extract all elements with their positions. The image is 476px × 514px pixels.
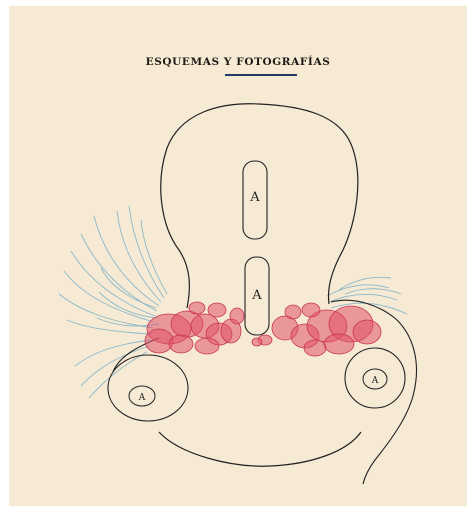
- blue-hair-left: [59, 206, 167, 398]
- red-tissue-center: [252, 335, 272, 346]
- paper-sheet: ESQUEMAS Y FOTOGRAFÍAS: [9, 6, 467, 506]
- label-right-ring: A: [371, 376, 379, 386]
- label-left-ring: A: [138, 393, 146, 403]
- label-upper-bar: A: [249, 190, 260, 205]
- red-tissue-right: [272, 303, 381, 356]
- head-outline: [161, 104, 358, 308]
- red-tissue-left: [145, 302, 244, 354]
- label-lower-bar: A: [251, 288, 262, 303]
- anatomical-schematic: A A A A: [9, 6, 467, 506]
- left-ring: [108, 355, 188, 421]
- torso-outline: [159, 432, 361, 466]
